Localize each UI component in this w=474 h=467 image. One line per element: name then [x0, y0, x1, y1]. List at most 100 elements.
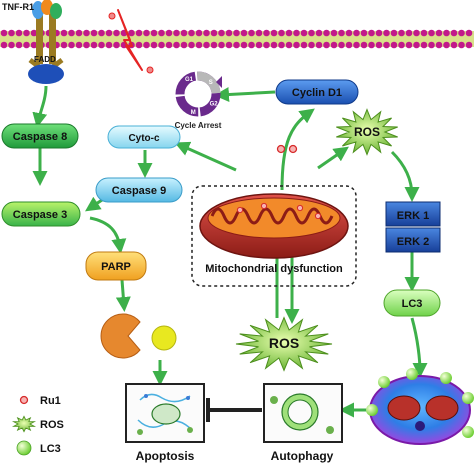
mitochondrion-panel: Mitochondrial dysfunction [191, 185, 357, 287]
membrane-head-icon [195, 41, 203, 49]
membrane-head-icon [263, 41, 270, 49]
erk-node: ERK 1 ERK 2 [385, 201, 441, 253]
membrane-head-icon [68, 41, 75, 49]
caspase3-node: Caspase 3 [1, 201, 81, 227]
membrane-head-icon [293, 41, 300, 49]
membrane-head-icon [218, 29, 225, 37]
membrane-head-icon [218, 41, 225, 49]
cycle-segment-label: S [209, 80, 213, 86]
membrane-head-icon [270, 29, 278, 37]
membrane-head-icon [225, 41, 233, 49]
parp-label: PARP [101, 261, 131, 273]
membrane-head-icon [285, 29, 293, 37]
caspase8-node: Caspase 8 [1, 123, 79, 149]
membrane-head-icon [255, 29, 263, 37]
membrane-head-icon [308, 29, 315, 37]
apoptosis-cell: Apoptosis [125, 383, 205, 463]
membrane-head-icon [23, 29, 30, 37]
caspase8-label: Caspase 8 [13, 131, 67, 143]
arrow-mito-to-cyclin [280, 108, 315, 191]
membrane-head-icon [113, 29, 120, 37]
membrane-heads [0, 29, 473, 49]
lc3-node: LC3 [383, 289, 441, 317]
membrane-head-icon [330, 29, 338, 37]
autophagic-vesicle-icon [366, 368, 474, 445]
membrane-head-icon [300, 41, 308, 49]
membrane-head-icon [0, 41, 8, 49]
fadd-label: FADD [34, 55, 56, 64]
membrane-head-icon [420, 29, 428, 37]
membrane-head-icon [203, 29, 210, 37]
inhibition-symbol [206, 398, 262, 422]
membrane-head-icon [105, 29, 113, 37]
membrane-head-icon [0, 29, 8, 37]
membrane-head-icon [398, 41, 405, 49]
receptor-head-right [50, 3, 62, 19]
membrane-head-icon [210, 41, 218, 49]
mito-dysfunction-label: Mitochondrial dysfunction [205, 263, 343, 275]
green-sphere-icon [16, 440, 32, 456]
membrane-head-icon [98, 29, 105, 37]
membrane-head-icon [368, 29, 375, 37]
membrane-head-icon [375, 41, 383, 49]
membrane-head-icon [293, 29, 300, 37]
green-starburst-icon [11, 415, 37, 433]
legend-ros-label: ROS [40, 419, 64, 431]
membrane-head-icon [435, 29, 443, 37]
membrane-head-icon [353, 29, 360, 37]
membrane-head-icon [255, 41, 263, 49]
membrane-head-icon [188, 41, 195, 49]
cell-membrane [0, 29, 474, 49]
membrane-head-icon [360, 41, 368, 49]
membrane-head-icon [15, 29, 23, 37]
membrane-head-icon [300, 29, 308, 37]
membrane-head-icon [278, 29, 285, 37]
lc3-label: LC3 [402, 298, 423, 310]
membrane-head-icon [203, 41, 210, 49]
cyclin-d1-label: Cyclin D1 [292, 87, 342, 99]
membrane-head-icon [165, 29, 173, 37]
membrane-head-icon [188, 29, 195, 37]
membrane-head-icon [263, 29, 270, 37]
membrane-head-icon [465, 41, 473, 49]
cycle-arrest-label: Cycle Arrest [175, 121, 222, 130]
cycle-segment-label: M [191, 110, 196, 116]
membrane-head-icon [233, 29, 240, 37]
membrane-head-icon [83, 41, 90, 49]
arrow-ros-to-erk [390, 150, 420, 202]
caspase3-label: Caspase 3 [13, 209, 67, 221]
cycle-segment-label: G1 [185, 77, 194, 83]
membrane-head-icon [8, 29, 15, 37]
membrane-head-icon [405, 41, 413, 49]
membrane-head-icon [323, 41, 330, 49]
legend-lc3-label: LC3 [40, 443, 61, 455]
membrane-head-icon [450, 41, 458, 49]
ros-top-label: ROS [354, 125, 380, 139]
apoptosis-label: Apoptosis [136, 449, 195, 463]
arrow-fadd-to-caspase8 [32, 85, 48, 128]
membrane-head-icon [398, 29, 405, 37]
membrane-head-icon [75, 29, 83, 37]
arrow-cyclin-to-cyclearrest [214, 87, 276, 102]
membrane-head-icon [240, 29, 248, 37]
membrane-head-icon [248, 41, 255, 49]
membrane-head-icon [75, 41, 83, 49]
membrane-head-icon [450, 29, 458, 37]
cycle-segment-label: G2 [210, 102, 219, 108]
membrane-head-icon [60, 29, 68, 37]
membrane-head-icon [15, 41, 23, 49]
erk1-label: ERK 1 [397, 210, 429, 222]
membrane-head-icon [375, 29, 383, 37]
membrane-head-icon [128, 29, 135, 37]
membrane-head-icon [390, 29, 398, 37]
membrane-head-icon [465, 29, 473, 37]
arrow-lc3-to-autophagosome [410, 317, 428, 378]
caspase9-node: Caspase 9 [95, 177, 183, 203]
cyclin-d1-node: Cyclin D1 [275, 79, 359, 105]
membrane-head-icon [338, 41, 345, 49]
membrane-head-icon [90, 29, 98, 37]
membrane-head-icon [180, 41, 188, 49]
